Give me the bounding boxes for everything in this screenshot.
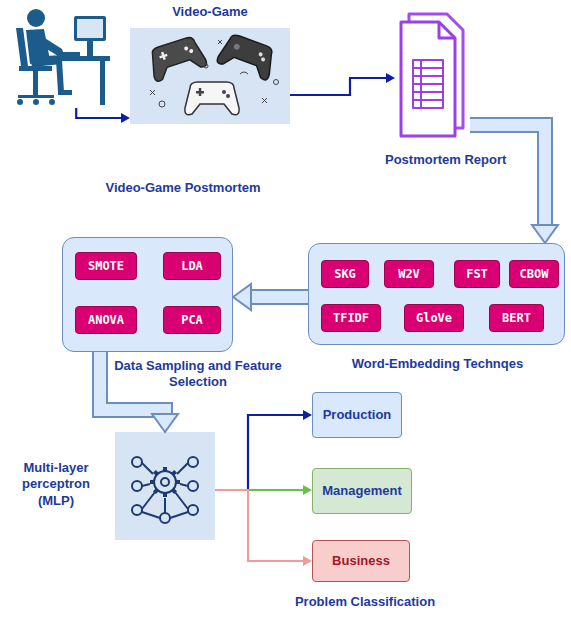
arrow-line (215, 415, 304, 490)
box-label: BERT (502, 311, 531, 325)
flow-arrow (76, 108, 130, 123)
arrow-line (76, 108, 122, 118)
box-label: Production (323, 407, 392, 423)
report-icon (401, 14, 463, 136)
technique-chip: FST (454, 260, 500, 288)
box-label: ANOVA (88, 313, 124, 327)
arrow-outline (470, 125, 545, 226)
method-chip: PCA (163, 306, 221, 334)
box-label: CBOW (520, 267, 549, 281)
technique-group: Word-Embedding TechnqesSKGW2VFSTCBOWTFID… (308, 243, 565, 345)
person-illustration (16, 9, 110, 105)
box-label: FST (466, 267, 488, 281)
arrow-head (303, 410, 312, 420)
stage-caption: Postmortem Report (385, 152, 535, 168)
stage-caption: Data Sampling and Feature Selection (103, 358, 293, 391)
arrow-head (152, 414, 178, 432)
box-label: W2V (398, 267, 420, 281)
report-node: Postmortem Report (395, 10, 470, 140)
gamepad-illustration (146, 32, 279, 115)
technique-chip: TFIDF (321, 304, 381, 332)
flow-arrow (215, 410, 312, 490)
mlp-panel (115, 432, 215, 540)
video-game-panel (130, 28, 290, 124)
arrow-body (470, 125, 545, 226)
video-game-node: Video-Game (130, 28, 290, 124)
group-label: Problem Classification (270, 594, 460, 609)
arrow-body (250, 291, 308, 303)
class-box: Business (312, 540, 410, 582)
arrow-outline (250, 289, 308, 305)
block-arrow (470, 125, 558, 243)
box-label: PCA (181, 313, 203, 327)
arrow-head (121, 113, 130, 123)
block-arrow (233, 284, 308, 310)
method-chip: LDA (163, 252, 221, 280)
stage-caption: Word-Embedding Technqes (309, 356, 566, 372)
arrow-head (303, 485, 312, 495)
flow-arrow (290, 73, 395, 95)
box-label: GloVe (416, 311, 452, 325)
technique-chip: SKG (321, 260, 369, 288)
arrow-head (233, 284, 251, 310)
box-label: TFIDF (333, 311, 369, 325)
method-chip: ANOVA (75, 306, 137, 334)
person-node: Video-Game Postmortem (0, 0, 112, 108)
mlp-node: Multi-layer perceptron (MLP) (115, 432, 215, 540)
arrow-line (215, 490, 304, 561)
box-label: Business (332, 553, 390, 569)
box-label: LDA (181, 259, 203, 273)
box-label: SMOTE (88, 259, 124, 273)
class-box: Management (312, 468, 412, 514)
technique-chip: BERT (489, 304, 544, 332)
stage-caption: Video-Game Postmortem (78, 180, 288, 196)
selection-group: Data Sampling and Feature SelectionSMOTE… (62, 237, 233, 352)
method-chip: SMOTE (75, 252, 137, 280)
box-label: Management (322, 483, 401, 499)
arrow-head (303, 556, 312, 566)
flow-arrow (215, 490, 312, 566)
technique-chip: W2V (384, 260, 434, 288)
technique-chip: CBOW (509, 260, 559, 288)
arrow-head (532, 225, 558, 243)
arrow-head (386, 73, 395, 83)
box-label: SKG (334, 267, 356, 281)
stage-caption: Multi-layer perceptron (MLP) (7, 460, 105, 509)
class-box: Production (312, 392, 402, 438)
network-icon (132, 457, 198, 523)
technique-chip: GloVe (404, 304, 464, 332)
arrow-line (290, 78, 387, 95)
stage-caption: Video-Game (130, 4, 290, 20)
